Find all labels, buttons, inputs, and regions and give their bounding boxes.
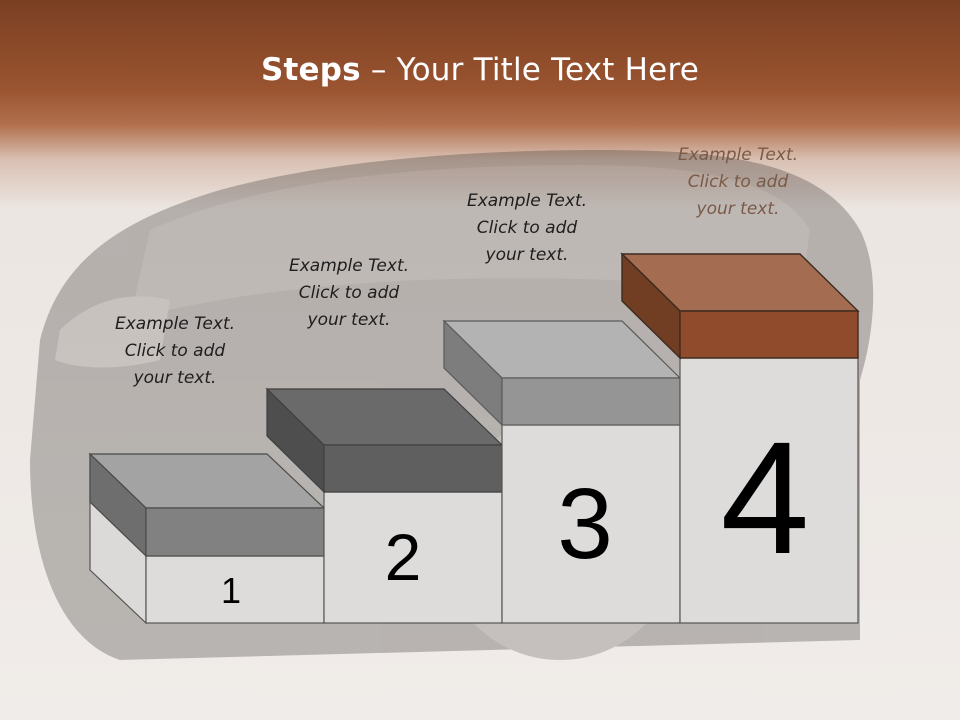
step-1-block[interactable] [88, 452, 326, 558]
step-2-caption-line-3: your text. [307, 310, 391, 330]
step-3-number: 3 [557, 468, 613, 580]
step-4-column [679, 357, 859, 624]
step-1-caption-line-3: your text. [133, 368, 217, 388]
step-4-caption-line-3: your text. [696, 199, 780, 219]
slide-title[interactable]: Steps – Your Title Text Here [0, 52, 960, 88]
step-4-number: 4 [720, 408, 810, 587]
step-2-caption-line-2: Click to add [298, 283, 400, 303]
step-2-block[interactable] [265, 387, 504, 494]
step-2-number: 2 [384, 520, 422, 594]
step-3-caption-line-2: Click to add [476, 218, 578, 238]
step-1-number: 1 [220, 570, 242, 611]
step-1-caption[interactable]: Example Text. Click to add your text. [80, 311, 270, 392]
step-3-block[interactable] [442, 319, 682, 427]
step-4-caption-line-1: Example Text. [677, 145, 799, 165]
step-3-caption[interactable]: Example Text. Click to add your text. [432, 188, 622, 269]
step-1-caption-line-2: Click to add [124, 341, 226, 361]
step-4-caption[interactable]: Example Text. Click to add your text. [643, 142, 833, 223]
step-4-caption-line-2: Click to add [687, 172, 789, 192]
step-2-caption[interactable]: Example Text. Click to add your text. [254, 253, 444, 334]
step-3-caption-line-3: your text. [485, 245, 569, 265]
step-2-caption-line-1: Example Text. [288, 256, 410, 276]
title-rest: – Your Title Text Here [360, 52, 699, 88]
step-3-caption-line-1: Example Text. [466, 191, 588, 211]
step-1-caption-line-1: Example Text. [114, 314, 236, 334]
title-bold: Steps [260, 52, 361, 88]
step-2-column [323, 491, 503, 624]
step-4-block[interactable] [620, 252, 860, 360]
step-3-column [501, 424, 681, 624]
